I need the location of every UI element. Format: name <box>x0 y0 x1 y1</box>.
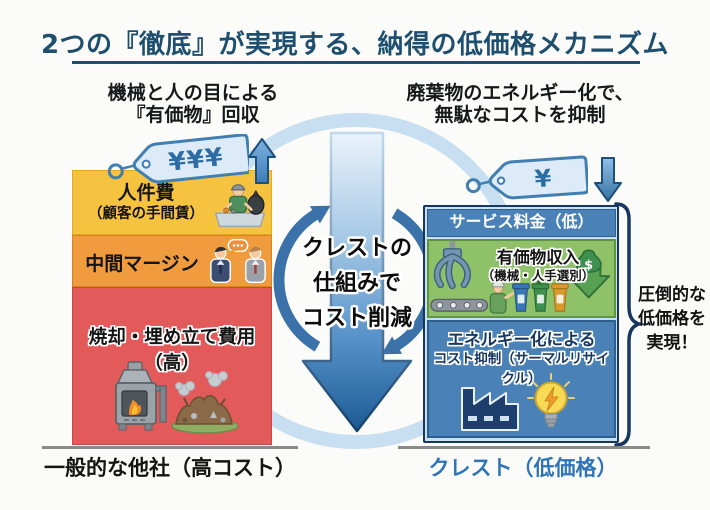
energy-cost-box: エネルギー化による コスト抑制（サーマルリサイクル） <box>427 320 616 438</box>
benefit-line3: 実現！ <box>646 333 698 353</box>
service-fee-label: サービス料金（低） <box>449 212 594 231</box>
price-tag-high: ¥¥¥ <box>107 134 249 184</box>
price-tag-icon <box>488 155 588 200</box>
middle-margin-label: 中間マージン <box>85 253 199 275</box>
disposal-icons <box>115 361 239 434</box>
recycle-bins-icon <box>512 278 569 312</box>
left-heading: 機械と人の目による 『有価物』回収 <box>86 82 300 126</box>
crane-claw-icon <box>433 241 471 290</box>
center-arrow-text: クレストの 仕組みで コスト削減 <box>294 231 420 336</box>
tag-string-icon <box>465 178 481 194</box>
center-text-line3: コスト削減 <box>301 306 412 331</box>
money-bag-arrow-icon: $ <box>567 249 611 299</box>
benefit-brace-icon <box>614 202 644 447</box>
middle-margin-box: 中間マージン <box>72 235 272 287</box>
landfill-icon <box>171 371 239 434</box>
benefit-text: 圧倒的な 低価格を 実現！ <box>634 283 710 355</box>
baseline-right <box>398 446 650 449</box>
center-text-line2: 仕組みで <box>312 271 401 296</box>
left-heading-line1: 機械と人の目による <box>107 82 279 104</box>
incinerator-icon <box>115 361 167 431</box>
right-heading-line2: 無駄なコストを抑制 <box>434 103 606 126</box>
energy-cost-sublabel: コスト抑制（サーマルリサイクル） <box>433 351 610 387</box>
money-symbol: $ <box>584 257 593 272</box>
up-arrow-icon <box>248 138 276 184</box>
crest-column: サービス料金（低） <box>423 205 619 443</box>
sorting-worker-icon <box>214 184 266 227</box>
labor-cost-sublabel: （顧客の手間賃） <box>88 206 204 222</box>
center-text-line1: クレストの <box>301 236 412 261</box>
baseline-left <box>42 446 298 449</box>
valuables-income-label: 有価物収入 <box>496 248 580 267</box>
labor-cost-box: 人件費 （顧客の手間賃） <box>72 170 272 235</box>
benefit-line2: 低価格を <box>638 309 706 329</box>
left-footer-label: 一般的な他社（高コスト） <box>44 456 296 480</box>
valuables-income-box: $ 有価物収入 （機械・人手選別） <box>427 239 616 318</box>
price-tag-low: ¥ <box>465 155 588 200</box>
down-arrow-icon <box>594 157 622 202</box>
right-heading: 廃葉物のエネルギー化で、 無駄なコストを抑制 <box>404 82 636 126</box>
energy-icons <box>461 373 575 431</box>
disposal-cost-box: 焼却・埋め立て費用（高） <box>72 287 272 445</box>
businessmen-icon <box>210 238 266 284</box>
right-footer-label: クレスト（低価格） <box>428 456 618 480</box>
benefit-line1: 圧倒的な <box>638 285 706 305</box>
sorting-worker-icon <box>489 280 515 314</box>
factory-icon <box>461 387 519 431</box>
tag-string-icon <box>107 163 124 180</box>
price-tag-high-value: ¥¥¥ <box>167 142 225 177</box>
valuables-icons: $ <box>430 241 611 314</box>
right-heading-line1: 廃葉物のエネルギー化で、 <box>406 82 634 104</box>
price-tag-low-value: ¥ <box>534 164 553 193</box>
labor-cost-label: 人件費 <box>117 182 175 204</box>
service-fee-box: サービス料金（低） <box>427 209 616 237</box>
valuables-income-sublabel: （機械・人手選別） <box>481 268 595 283</box>
lightbulb-icon <box>527 373 575 428</box>
conveyor-icon <box>430 298 489 312</box>
price-tag-icon <box>132 134 249 184</box>
disposal-cost-label: 焼却・埋め立て費用（高） <box>88 327 256 374</box>
energy-cost-label: エネルギー化による <box>447 330 596 349</box>
left-heading-line2: 『有価物』回収 <box>126 103 260 126</box>
title-underline <box>72 61 640 64</box>
page-title: 2つの『徹底』が実現する、納得の低価格メカニズム <box>40 30 670 60</box>
